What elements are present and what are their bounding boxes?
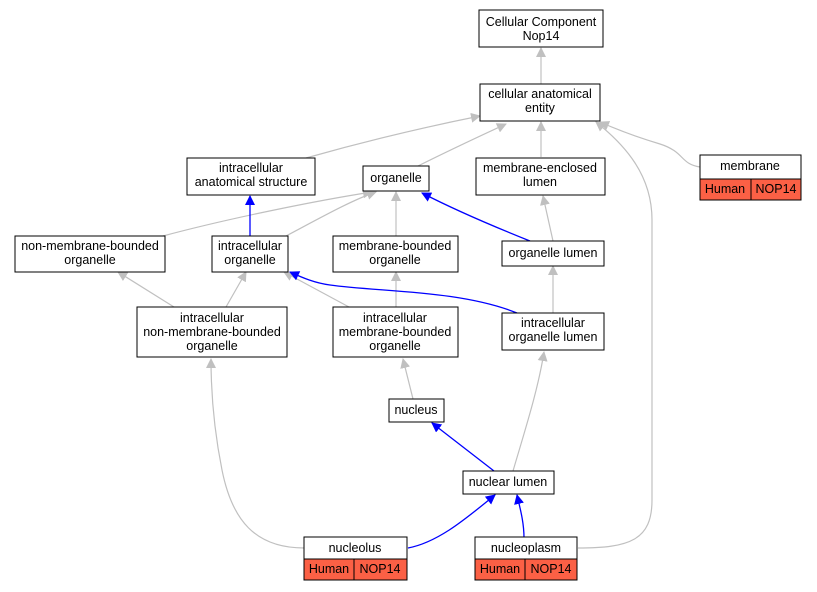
annotation-gene-label: NOP14 [531,562,572,576]
go-node-organelle[interactable]: organelle [362,165,430,192]
edge-nucleolus-to-inmbo [206,358,305,549]
node-line: organelle [370,171,421,185]
node-line: nucleolus [329,541,382,555]
node-line: intracellular [180,311,244,325]
edge-io-to-organelle [285,190,377,237]
node-line: non-membrane-bounded [143,325,281,339]
node-line: intracellular [218,239,282,253]
go-node-membrane[interactable]: membrane Human NOP14 [699,154,802,201]
edge-inmbo-to-io [225,271,247,308]
node-line: organelle [224,253,275,267]
edge-nucleoplasm-to-nl [514,494,525,539]
edge-ias-to-cae [305,112,481,159]
go-node-intracellular-anatomical-structure[interactable]: intracellular anatomical structure [186,157,316,196]
node-line: organelle lumen [509,246,598,260]
node-line: membrane-bounded [339,325,452,339]
node-line: entity [525,101,556,115]
node-line: organelle [369,253,420,267]
go-node-intracellular-organelle-lumen[interactable]: intracellular organelle lumen [501,312,605,351]
annotation-species-label: Human [705,182,745,196]
node-line: organelle lumen [509,330,598,344]
edge-ol-to-organelle [421,192,531,242]
node-line: nucleus [394,403,437,417]
go-node-intracellular-membrane-bounded-organelle[interactable]: intracellular membrane-bounded organelle [332,306,459,358]
go-node-cellular-component-nop14[interactable]: Cellular Component Nop14 [478,9,604,48]
edge-iol-to-io [289,271,518,314]
go-node-cellular-anatomical-entity[interactable]: cellular anatomical entity [479,83,601,122]
annotation-gene-tag [750,178,802,201]
edge-imbo-to-io [283,271,350,308]
go-node-nucleoplasm[interactable]: nucleoplasm Human NOP14 [474,536,578,581]
edge-ol-to-mel [540,195,554,242]
node-line: intracellular [219,161,283,175]
node-line: lumen [523,175,557,189]
node-line: nuclear lumen [469,475,548,489]
edge-nmbo-to-organelle [162,188,373,237]
annotation-gene-tag [353,558,408,581]
edge-nl-to-iol [512,351,548,472]
edge-nucleolus-to-nl [407,494,496,549]
node-line: membrane-enclosed [483,161,597,175]
edge-membrane-to-cae [599,121,701,168]
node-line: intracellular [521,316,585,330]
annotation-gene-tag [524,558,578,581]
go-node-nucleolus[interactable]: nucleolus Human NOP14 [303,536,408,581]
edge-inmbo-to-nmbo [117,271,175,308]
go-node-organelle-lumen[interactable]: organelle lumen [501,240,605,267]
node-line: Cellular Component [486,15,597,29]
is-a-edges [117,47,701,549]
node-line: membrane-bounded [339,239,452,253]
node-line: non-membrane-bounded [21,239,159,253]
node-line: organelle [369,339,420,353]
go-node-intracellular-non-membrane-bounded-organelle[interactable]: intracellular non-membrane-bounded organ… [136,306,288,358]
node-line: anatomical structure [195,175,308,189]
go-node-membrane-enclosed-lumen[interactable]: membrane-enclosed lumen [475,157,606,196]
go-node-nuclear-lumen[interactable]: nuclear lumen [462,470,555,495]
node-line: nucleoplasm [491,541,561,555]
annotation-gene-label: NOP14 [360,562,401,576]
node-line: cellular anatomical [488,87,592,101]
go-node-non-membrane-bounded-organelle[interactable]: non-membrane-bounded organelle [14,235,166,273]
go-node-nucleus[interactable]: nucleus [388,398,445,423]
annotation-species-label: Human [480,562,520,576]
annotation-gene-label: NOP14 [756,182,797,196]
node-line: membrane [720,159,780,173]
annotation-species-label: Human [309,562,349,576]
node-line: organelle [186,339,237,353]
node-line: intracellular [363,311,427,325]
node-line: organelle [64,253,115,267]
go-node-intracellular-organelle[interactable]: intracellular organelle [211,235,289,273]
node-line: Nop14 [523,29,560,43]
edge-nl-to-nucleus [431,422,495,472]
part-of-edges [245,192,531,549]
edge-nucleoplasm-to-cae [577,121,653,549]
go-node-membrane-bounded-organelle[interactable]: membrane-bounded organelle [332,235,459,273]
edge-organelle-to-cae [417,123,507,167]
edge-nucleus-to-imbo [400,358,414,400]
